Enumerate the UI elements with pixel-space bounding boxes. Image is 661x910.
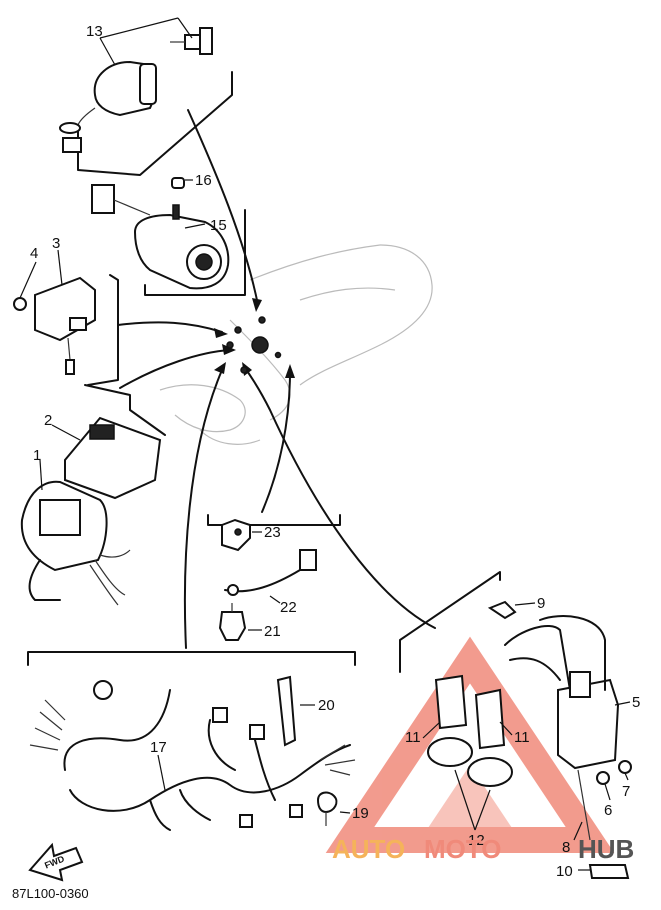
part-label-1: 1 — [33, 447, 41, 464]
part-label-4: 4 — [30, 245, 38, 262]
part-label-8: 8 — [562, 839, 570, 856]
part-label-19: 19 — [352, 805, 369, 822]
drawing-code: 87L100-0360 — [12, 886, 89, 901]
part-label-21: 21 — [264, 623, 281, 640]
cdi-unit-part — [20, 416, 162, 606]
part-labels: 13 16 15 4 3 2 1 23 22 21 20 17 19 9 5 1… — [30, 23, 640, 880]
watermark-text-moto: MOTO — [424, 834, 502, 864]
leader-lines — [19, 17, 631, 871]
part-label-11-right: 11 — [514, 729, 530, 746]
wiring-harness-part — [29, 675, 356, 831]
part-label-6: 6 — [604, 802, 612, 819]
part-label-15: 15 — [210, 217, 227, 234]
part-label-17: 17 — [150, 739, 167, 756]
part-label-22: 22 — [280, 599, 297, 616]
group-brackets — [27, 71, 501, 673]
frame-outline — [159, 244, 433, 445]
part-label-11-left: 11 — [405, 729, 421, 746]
part-label-7: 7 — [622, 783, 630, 800]
watermark-text: AUTO MOTO HUB — [332, 834, 634, 864]
part-label-5: 5 — [632, 694, 640, 711]
part-label-20: 20 — [318, 697, 335, 714]
ignition-coil-part — [427, 600, 632, 879]
watermark-logo — [325, 636, 615, 853]
part-label-16: 16 — [195, 172, 212, 189]
connector-leaders — [117, 109, 436, 649]
starter-relay-part — [91, 177, 230, 290]
watermark-text-auto: AUTO — [332, 834, 405, 864]
fwd-arrow: FWD — [28, 842, 84, 882]
part-label-2: 2 — [44, 412, 52, 429]
mounting-points — [226, 316, 282, 374]
watermark-inner-triangle-icon — [420, 765, 520, 840]
part-label-3: 3 — [52, 235, 60, 252]
flasher-relay-part — [13, 276, 96, 375]
main-switch-part — [59, 27, 213, 153]
part-label-23: 23 — [264, 524, 281, 541]
part-label-9: 9 — [537, 595, 545, 612]
part-label-12: 12 — [468, 832, 485, 849]
part-label-10: 10 — [556, 863, 573, 880]
watermark-text-hub: HUB — [578, 834, 634, 864]
part-label-13: 13 — [86, 23, 103, 40]
fwd-arrow-icon — [28, 842, 84, 882]
small-parts-group — [218, 518, 317, 641]
